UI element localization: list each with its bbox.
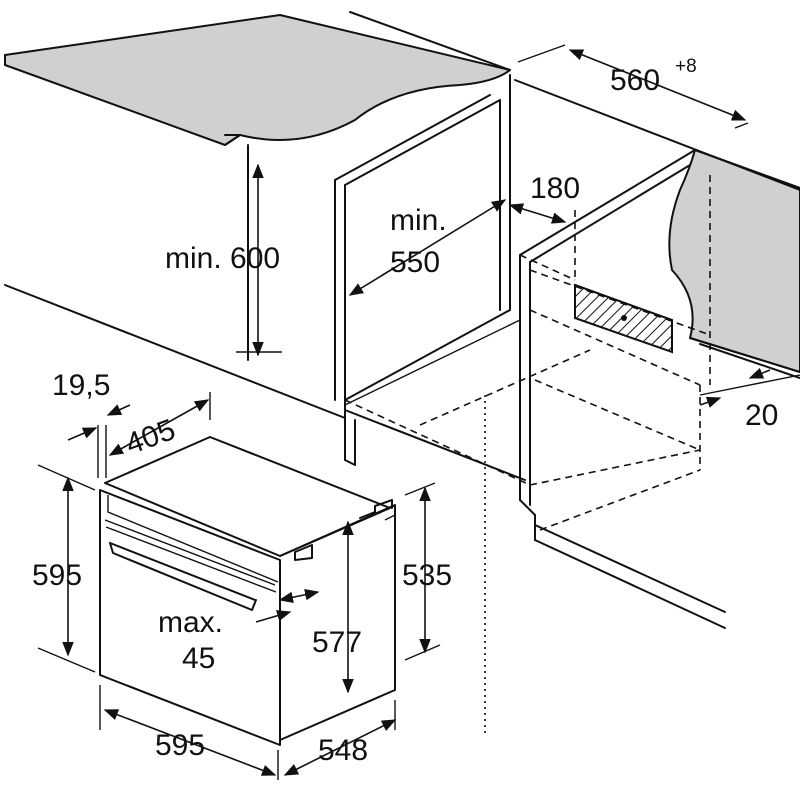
label-cavity-height: 535 bbox=[402, 559, 452, 592]
oven bbox=[99, 436, 396, 746]
label-oven-height: 595 bbox=[32, 559, 82, 592]
niche-dashed-outline bbox=[344, 175, 711, 735]
cabinet-left bbox=[247, 74, 526, 481]
label-min-height: min. 600 bbox=[165, 242, 280, 275]
worktop-left bbox=[4, 14, 511, 146]
room-edges bbox=[4, 11, 800, 629]
cabinet-right bbox=[519, 149, 696, 541]
label-vent-depth: 180 bbox=[530, 172, 580, 205]
label-niche-width-tolerance: +8 bbox=[675, 56, 697, 77]
label-min-depth-value: 550 bbox=[390, 246, 440, 279]
label-niche-width: 560 bbox=[610, 64, 660, 97]
worktop-right bbox=[668, 149, 800, 379]
label-front-gap: 19,5 bbox=[52, 369, 110, 402]
label-oven-depth: 548 bbox=[318, 734, 368, 767]
dimension-lines bbox=[37, 44, 800, 780]
label-body-height: 577 bbox=[312, 626, 362, 659]
label-rear-gap: 20 bbox=[745, 399, 778, 432]
label-min-depth-prefix: min. bbox=[390, 204, 447, 237]
label-max-value: 45 bbox=[182, 642, 215, 675]
ventilation-opening bbox=[574, 283, 673, 354]
label-max-prefix: max. bbox=[158, 606, 223, 639]
label-oven-width: 595 bbox=[155, 729, 205, 762]
dimension-labels: 560 +8 180 min. 550 min. 600 19,5 405 59… bbox=[32, 56, 778, 767]
